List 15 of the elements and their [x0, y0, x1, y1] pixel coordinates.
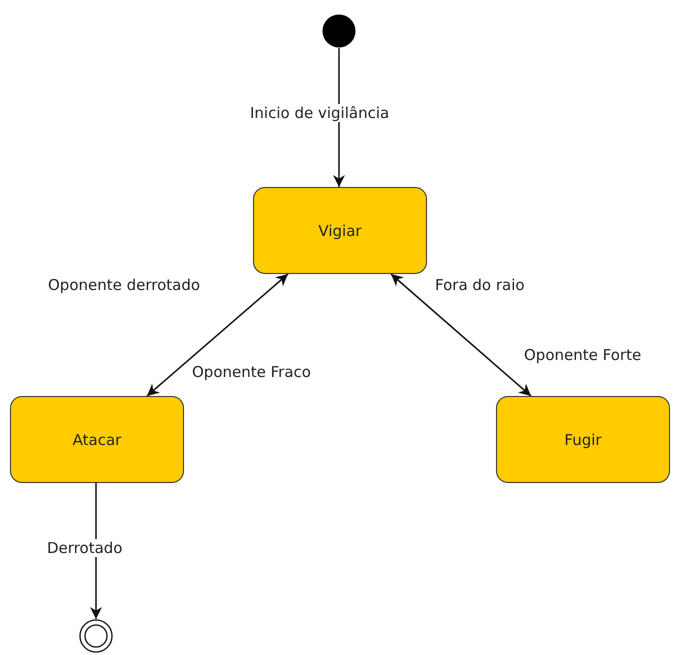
transition-label: Oponente Fraco	[192, 363, 311, 381]
state-label: Vigiar	[318, 222, 362, 240]
state-box	[253, 187, 427, 274]
state-label: Atacar	[72, 430, 122, 448]
transition-arrow	[146, 273, 288, 397]
edge-label: Inicio de vigilância	[250, 104, 390, 122]
final-state	[79, 619, 113, 653]
state-box	[10, 396, 184, 483]
transition-arrow	[390, 273, 532, 397]
state-box	[496, 396, 670, 483]
initial-state	[322, 14, 356, 48]
edge-label: Derrotado	[47, 539, 122, 557]
edge-label: Oponente derrotado	[48, 276, 200, 294]
state-label: Fugir	[564, 430, 602, 448]
transition-label: Oponente Forte	[524, 346, 642, 364]
